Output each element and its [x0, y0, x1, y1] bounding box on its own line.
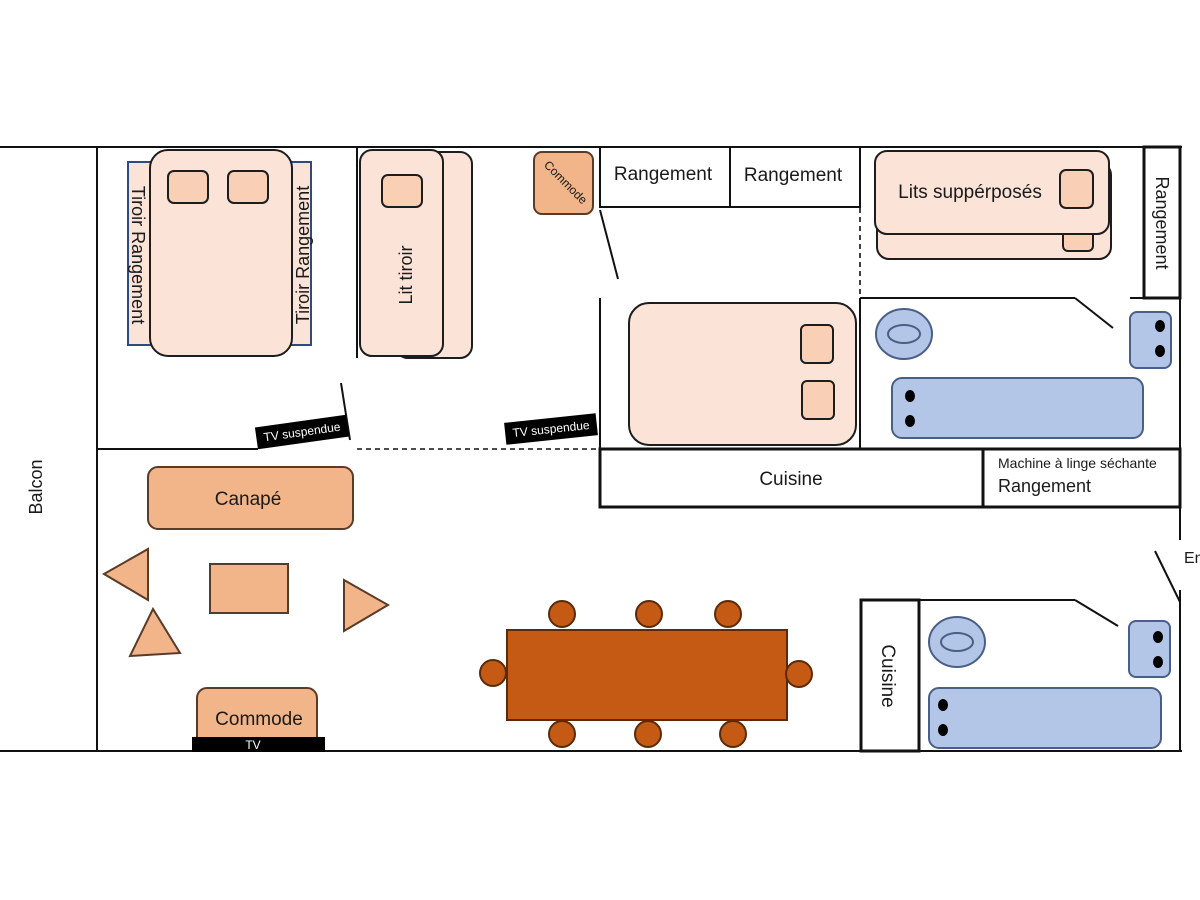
pillow-right — [227, 170, 269, 204]
toilet-2 — [1128, 620, 1171, 678]
cuisine-vertical-box — [859, 598, 921, 753]
canape-label: Canapé — [215, 489, 282, 510]
balcon-label: Balcon — [26, 459, 46, 514]
bathtub-1 — [891, 377, 1144, 439]
chair-top-2 — [635, 600, 663, 628]
tv-living-label: TV — [245, 738, 260, 752]
pillow-left — [167, 170, 209, 204]
canape — [147, 466, 354, 530]
toilet-1-dot-top — [1155, 320, 1165, 332]
tv-suspendue-1-bar — [254, 414, 350, 450]
rangement-2-box — [729, 146, 861, 208]
lits-superposes-label: Lits suppérposés — [898, 182, 1042, 203]
tv-suspendue-1: TV suspendue — [254, 414, 350, 450]
armchair-left-top — [102, 547, 149, 602]
toilet-2-dot-top — [1153, 631, 1163, 643]
bath2-door-swing — [1074, 599, 1119, 627]
bedroom-door-swing-1 — [340, 382, 351, 441]
bathtub-1-dot-top — [905, 390, 915, 402]
chair-right — [785, 660, 813, 688]
chair-bottom-2 — [634, 720, 662, 748]
toilet-2-dot-bottom — [1153, 656, 1163, 668]
dining-area — [479, 600, 813, 748]
cuisine-vertical-label: Cuisine — [877, 644, 898, 707]
armchair-left-bottom — [128, 606, 182, 658]
lit-tiroir-label: Lit tiroir — [396, 245, 416, 304]
bathroom-2 — [928, 616, 1171, 749]
chair-left — [479, 659, 507, 687]
middle-double-bed — [628, 302, 857, 446]
middle-pillow-top — [800, 324, 834, 364]
rangement-1-box — [599, 146, 731, 208]
cuisine-main-label: Cuisine — [759, 469, 822, 490]
coffee-table — [209, 563, 289, 614]
tv-suspendue-2-bar — [504, 413, 598, 445]
double-bed-with-drawers: Tiroir Rangement Tiroir Rangement — [127, 149, 313, 357]
middle-bed — [628, 302, 857, 446]
laundry-box — [981, 447, 1182, 509]
chair-top-3 — [714, 600, 742, 628]
rangement-2-label: Rangement — [744, 165, 843, 186]
chair-top-1 — [548, 600, 576, 628]
kitchen-counter: Cuisine Machine à linge séchante Rangeme… — [598, 447, 1182, 509]
sink-1-basin — [887, 324, 921, 344]
middle-door-swing — [599, 209, 619, 280]
chair-bottom-3 — [719, 720, 747, 748]
entry-door-swing — [1154, 550, 1181, 603]
tiroir-rangement-right-label: Tiroir Rangement — [293, 186, 313, 324]
bunk-upper-pillow — [1059, 169, 1094, 209]
tiroir-rangement-left-label: Tiroir Rangement — [128, 186, 148, 324]
dashed-partitions — [357, 208, 861, 450]
entree-partial-label: En — [1184, 550, 1200, 567]
dining-table — [506, 629, 788, 721]
bunk-beds: Lits suppérposés — [874, 150, 1112, 260]
bathtub-2 — [928, 687, 1162, 749]
tv-suspendue-2: TV suspendue — [504, 413, 598, 445]
rangement-vertical: Rangement — [1142, 145, 1182, 300]
bathroom-1 — [875, 308, 1172, 439]
small-commode: Commode — [533, 151, 594, 215]
rangement-3-label: Rangement — [998, 476, 1091, 496]
trundle-bed: Lit tiroir — [359, 149, 473, 359]
machine-linge-label: Machine à linge séchante — [998, 455, 1157, 471]
rangement-vertical-label: Rangement — [1152, 176, 1172, 269]
middle-pillow-bottom — [801, 380, 835, 420]
rangement-vertical-box — [1142, 145, 1182, 300]
bathtub-2-dot-top — [938, 699, 948, 711]
commode-box — [533, 151, 594, 215]
storage-units: Rangement Rangement — [599, 146, 861, 208]
trundle-pillow — [381, 174, 423, 208]
tv-living-bar — [192, 737, 325, 752]
armchair-right — [343, 578, 390, 633]
toilet-1-dot-bottom — [1155, 345, 1165, 357]
bunk-bed-upper — [874, 150, 1110, 235]
living-room: Canapé Commode TV — [102, 466, 390, 752]
bathtub-2-dot-bottom — [938, 724, 948, 736]
bathtub-1-dot-bottom — [905, 415, 915, 427]
commode-living-label: Commode — [215, 709, 303, 730]
sink-2-basin — [940, 632, 974, 652]
chair-bottom-1 — [548, 720, 576, 748]
toilet-1 — [1129, 311, 1172, 369]
cuisine-vertical: Cuisine — [859, 598, 921, 753]
rangement-1-label: Rangement — [614, 164, 713, 185]
bath-door-swing — [1074, 297, 1114, 329]
